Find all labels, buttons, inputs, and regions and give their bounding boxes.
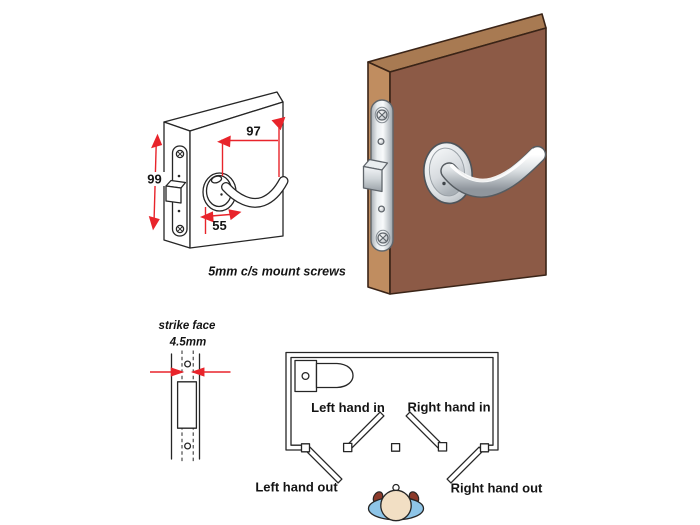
dim-width-label: 97	[246, 124, 260, 139]
lock-dimension-diagram: 99 97 55 5mm c/s mount screws	[144, 91, 346, 279]
mount-screws-note: 5mm c/s mount screws	[208, 265, 346, 279]
dimension-lines	[148, 116, 286, 234]
lever-handle-drawing	[221, 176, 289, 208]
strike-face-diagram: strike face 4.5mm	[150, 320, 231, 462]
label-right-hand-out: Right hand out	[451, 481, 543, 496]
door-leaf-left-out	[305, 446, 343, 484]
center-post	[390, 442, 401, 452]
floor-plan-diagram: Left hand in Right hand in Left hand out…	[255, 351, 543, 522]
lock-box-front-face	[189, 101, 284, 249]
dim-height-label: 99	[147, 172, 161, 187]
door-leaf-right-out	[446, 446, 484, 484]
door-leaf-right-in	[405, 411, 443, 449]
lever-handle	[440, 145, 547, 198]
hinge-post	[342, 442, 353, 453]
dim-backset-label: 55	[212, 218, 226, 233]
strike-thickness-arrows	[150, 367, 231, 377]
strike-thickness-label: 4.5mm	[169, 337, 206, 349]
screw-icon	[377, 205, 386, 213]
person-head	[380, 489, 412, 522]
toilet-icon	[294, 359, 354, 393]
strike-cutout	[176, 381, 198, 429]
door-3d-illustration	[362, 13, 547, 295]
label-left-hand-out: Left hand out	[255, 480, 338, 495]
hinge-post	[479, 443, 490, 453]
strike-face-label: strike face	[159, 320, 217, 332]
door-leaf-left-in	[347, 411, 385, 449]
label-right-hand-in: Right hand in	[407, 400, 490, 415]
person-top-view-icon	[367, 483, 425, 522]
lock-faceplate-drawing	[165, 145, 188, 237]
screw-icon	[377, 137, 385, 146]
label-left-hand-in: Left hand in	[311, 400, 385, 415]
hinge-post	[437, 441, 448, 452]
rose-pin-dot	[442, 181, 446, 186]
hinge-post	[300, 443, 311, 453]
lock-faceplate	[362, 99, 394, 252]
